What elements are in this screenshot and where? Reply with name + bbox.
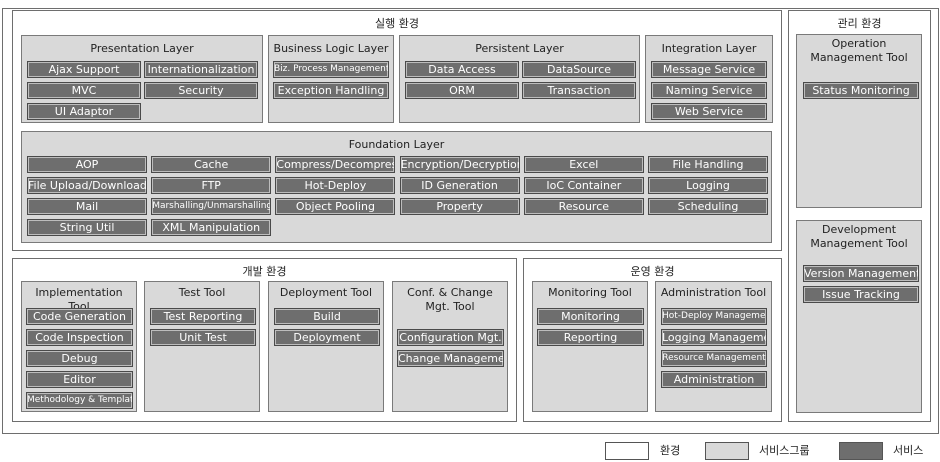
integration-layer-group: Integration Layer Message Service Naming…: [645, 35, 773, 123]
service-hot-deploy-management: Hot-Deploy Management: [661, 308, 767, 325]
presentation-layer-group: Presentation Layer Ajax Support Internat…: [21, 35, 263, 123]
presentation-layer-title: Presentation Layer: [90, 42, 194, 55]
foundation-service-item: Object Pooling: [275, 198, 396, 215]
legend-service-label: 서비스: [893, 444, 924, 457]
persistent-layer-group: Persistent Layer Data Access DataSource …: [399, 35, 640, 123]
foundation-service-item: Resource: [523, 198, 644, 215]
foundation-service-item: Excel: [523, 156, 644, 173]
service-code-generation: Code Generation: [26, 308, 133, 325]
foundation-service-item: Logging: [648, 177, 768, 194]
service-transaction: Transaction: [522, 82, 636, 99]
service-status-monitoring: Status Monitoring: [803, 82, 919, 99]
foundation-service-item: Cache: [151, 156, 272, 173]
service-version-management: Version Management: [803, 265, 919, 282]
service-resource-management: Resource Management: [661, 350, 767, 367]
administration-tool-group: Administration Tool Hot-Deploy Managemen…: [655, 281, 772, 412]
deployment-tool-group: Deployment Tool Build Deployment: [268, 281, 384, 412]
service-test-reporting: Test Reporting: [150, 308, 256, 325]
service-ui-adaptor: UI Adaptor: [27, 103, 141, 120]
conf-change-mgt-tool-group: Conf. & Change Mgt. Tool Configuration M…: [392, 281, 508, 412]
legend-environment-label: 환경: [660, 444, 681, 457]
operation-management-tool-group: Operation Management Tool Status Monitor…: [796, 34, 922, 208]
foundation-service-item: AOP: [27, 156, 147, 173]
foundation-service-item: Mail: [27, 198, 147, 215]
foundation-service-item: FTP: [151, 177, 272, 194]
service-internationalization: Internationalization: [144, 61, 258, 78]
service-datasource: DataSource: [522, 61, 636, 78]
development-management-tool-title: Development Management Tool: [810, 223, 908, 250]
service-change-management: Change Management: [397, 350, 504, 367]
legend-service-group-swatch: [705, 442, 749, 460]
service-exception-handling: Exception Handling: [273, 82, 389, 99]
service-issue-tracking: Issue Tracking: [803, 286, 919, 303]
foundation-service-item: String Util: [27, 219, 147, 236]
administration-tool-title: Administration Tool: [660, 286, 767, 299]
foundation-service-item: ID Generation: [399, 177, 520, 194]
foundation-service-item: Encryption/Decryption: [399, 156, 520, 173]
deployment-tool-title: Deployment Tool: [279, 286, 373, 299]
service-message-service: Message Service: [651, 61, 767, 78]
operation-management-tool-title: Operation Management Tool: [810, 37, 908, 64]
development-environment-title: 개발 환경: [242, 265, 287, 278]
foundation-service-item: Compress/Decompress: [275, 156, 396, 173]
service-biz-process-management: Biz. Process Management: [273, 61, 389, 78]
management-environment-title: 관리 환경: [837, 17, 882, 30]
service-naming-service: Naming Service: [651, 82, 767, 99]
foundation-service-item: File Handling: [648, 156, 768, 173]
legend-service-swatch: [839, 442, 883, 460]
foundation-service-item: Marshalling/Unmarshalling: [151, 198, 272, 215]
service-security: Security: [144, 82, 258, 99]
monitoring-tool-group: Monitoring Tool Monitoring Reporting: [532, 281, 648, 412]
foundation-service-item: Hot-Deploy: [275, 177, 396, 194]
service-build: Build: [274, 308, 380, 325]
foundation-service-item: Scheduling: [648, 198, 768, 215]
foundation-service-item: Property: [399, 198, 520, 215]
service-web-service: Web Service: [651, 103, 767, 120]
conf-change-mgt-tool-title: Conf. & Change Mgt. Tool: [407, 286, 493, 313]
operation-environment-title: 운영 환경: [630, 265, 675, 278]
service-ajax-support: Ajax Support: [27, 61, 141, 78]
service-orm: ORM: [405, 82, 519, 99]
service-reporting: Reporting: [537, 329, 644, 346]
foundation-service-item: XML Manipulation: [151, 219, 272, 236]
test-tool-title: Test Tool: [178, 286, 226, 299]
service-monitoring: Monitoring: [537, 308, 644, 325]
runtime-environment-title: 실행 환경: [375, 17, 419, 30]
monitoring-tool-title: Monitoring Tool: [548, 286, 632, 299]
foundation-service-item: IoC Container: [523, 177, 644, 194]
development-management-tool-group: Development Management Tool Version Mana…: [796, 220, 922, 413]
service-unit-test: Unit Test: [150, 329, 256, 346]
service-configuration-mgt: Configuration Mgt.: [397, 329, 504, 346]
service-methodology-template: Methodology & Template: [26, 392, 133, 409]
business-logic-layer-title: Business Logic Layer: [273, 42, 389, 55]
service-data-access: Data Access: [405, 61, 519, 78]
legend-service-group-label: 서비스그룹: [759, 444, 810, 457]
integration-layer-title: Integration Layer: [661, 42, 757, 55]
service-deployment: Deployment: [274, 329, 380, 346]
foundation-service-item: File Upload/Download: [27, 177, 147, 194]
implementation-tool-group: Implementation Tool Code Generation Code…: [21, 281, 137, 412]
legend-environment-swatch: [605, 442, 649, 460]
service-logging-management: Logging Management: [661, 329, 767, 346]
business-logic-layer-group: Business Logic Layer Biz. Process Manage…: [268, 35, 394, 123]
service-code-inspection: Code Inspection: [26, 329, 133, 346]
service-editor: Editor: [26, 371, 133, 388]
test-tool-group: Test Tool Test Reporting Unit Test: [144, 281, 260, 412]
service-mvc: MVC: [27, 82, 141, 99]
service-debug: Debug: [26, 350, 133, 367]
foundation-layer-title: Foundation Layer: [348, 138, 445, 151]
persistent-layer-title: Persistent Layer: [475, 42, 564, 55]
service-administration: Administration: [661, 371, 767, 388]
